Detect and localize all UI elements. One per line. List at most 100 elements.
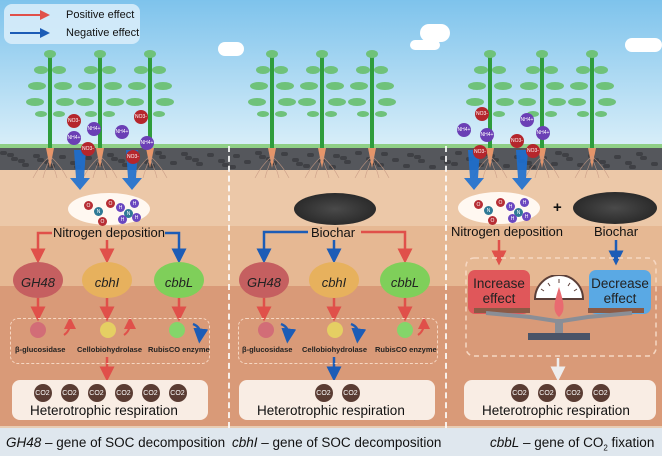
co2-molecule-icon: CO2 xyxy=(341,384,360,402)
soil-pebble xyxy=(59,155,66,159)
gene-cbhl: cbhI xyxy=(82,262,132,298)
enzyme-label: β-glucosidase xyxy=(15,345,66,354)
soil-pebble xyxy=(281,152,288,156)
soil-pebble xyxy=(599,160,606,164)
soil-pebble xyxy=(636,152,643,156)
plant-icon xyxy=(248,50,296,178)
treatment-label: Nitrogen deposition xyxy=(451,224,564,239)
arrow-to-gh48 xyxy=(30,231,52,264)
molecule-atom: H xyxy=(508,214,517,223)
molecule-atom: H xyxy=(506,202,515,211)
ammonium-ion: NH4+ xyxy=(457,123,471,137)
molecule-atom: H xyxy=(132,213,141,222)
panel-divider xyxy=(228,146,230,428)
nitrate-ion: NO3- xyxy=(473,145,487,159)
soil-pebble xyxy=(566,157,573,161)
soil-pebble xyxy=(451,162,458,166)
nitrate-ion: NO3- xyxy=(510,134,524,148)
soil-pebble xyxy=(22,163,29,167)
treatment-label: Biochar xyxy=(594,224,639,239)
gene-name: cbbL xyxy=(490,435,520,450)
molecule-atom: N xyxy=(514,208,523,217)
soil-pebble xyxy=(440,156,447,160)
plant-icon xyxy=(348,50,396,178)
soil-pebble xyxy=(366,157,373,161)
grass-line xyxy=(0,144,662,148)
soil-pebble xyxy=(118,159,125,163)
soil-pebble xyxy=(111,157,118,161)
soil-pebble xyxy=(259,155,266,159)
nitrate-ion: NO3- xyxy=(67,114,81,128)
nitrate-ion: NO3- xyxy=(134,110,148,124)
gene-description: – gene of SOC decomposition xyxy=(41,435,226,450)
soil-pebble xyxy=(48,164,55,168)
gene-gh48: GH48 xyxy=(13,262,63,298)
soil-pebble xyxy=(492,158,499,162)
cloud xyxy=(218,42,244,56)
molecule-atom: O xyxy=(84,201,93,210)
soil-pebble xyxy=(625,161,632,165)
soil-pebble xyxy=(370,161,377,165)
balance-scale-icon xyxy=(474,275,644,340)
balance-box xyxy=(465,257,657,357)
molecule-atom: O xyxy=(496,198,505,207)
soil-pebble xyxy=(551,162,558,166)
ammonium-ion: NH4+ xyxy=(480,128,494,142)
respiration-box: CO2 CO2 xyxy=(239,380,435,420)
soil-pebble xyxy=(85,156,92,160)
soil-pebble xyxy=(233,154,240,158)
respiration-label: Heterotrophic respiration xyxy=(482,403,630,418)
co2-molecule-icon: CO2 xyxy=(33,384,52,402)
soil-pebble xyxy=(529,165,536,169)
soil-pebble xyxy=(207,153,214,157)
soil-pebble xyxy=(444,160,451,164)
soil-pebble xyxy=(418,159,425,163)
soil-pebble xyxy=(614,155,621,159)
arrow-to-cbbl xyxy=(361,230,413,264)
legend-item-positive: Positive effect xyxy=(10,9,134,21)
nitrate-ion: NO3- xyxy=(475,107,489,121)
soil-pebble xyxy=(229,165,236,169)
arrow-to-gh48 xyxy=(256,230,308,264)
nitrate-ion: NO3- xyxy=(126,150,140,164)
ammonium-ion: NH4+ xyxy=(140,136,154,150)
gene-cbbl: cbbL xyxy=(154,262,204,298)
co2-molecule-icon: CO2 xyxy=(537,384,556,402)
plant-icon xyxy=(298,50,346,178)
soil-pebble xyxy=(307,153,314,157)
leaching-arrow xyxy=(512,150,532,190)
enzyme-label: Cellobiohydrolase xyxy=(302,345,368,354)
enzyme-box xyxy=(238,318,438,364)
gene-description: – gene of CO xyxy=(519,435,604,450)
co2-molecule-icon: CO2 xyxy=(564,384,583,402)
legend: Positive effect Negative effect xyxy=(4,4,140,44)
soil-pebble xyxy=(37,158,44,162)
soil-pebble xyxy=(255,151,262,155)
soil-pebble xyxy=(44,160,51,164)
molecule-atom: O xyxy=(106,199,115,208)
molecule-atom: O xyxy=(488,216,497,225)
soil-pebble xyxy=(181,152,188,156)
legend-item-negative: Negative effect xyxy=(10,27,139,39)
co2-molecule-icon: CO2 xyxy=(168,384,187,402)
cloud xyxy=(410,40,440,50)
down-arrow-icon xyxy=(280,322,297,344)
subscript: 2 xyxy=(603,443,608,453)
soil-pebble xyxy=(455,151,462,155)
co2-molecule-icon: CO2 xyxy=(314,384,333,402)
soil-pebble xyxy=(7,153,14,157)
soil-pebble xyxy=(148,164,155,168)
soil-pebble xyxy=(11,157,18,161)
soil-pebble xyxy=(640,156,647,160)
enzyme-ball-cellobiohydrolase xyxy=(100,322,116,338)
footer-gh48: GH48 – gene of SOC decomposition xyxy=(6,435,225,450)
soil-pebble xyxy=(392,158,399,162)
enzyme-ball-bglucosidase xyxy=(30,322,46,338)
plant-icon xyxy=(26,50,74,178)
soil-pebble xyxy=(155,151,162,155)
plant-icon xyxy=(568,50,616,178)
molecule-atom: N xyxy=(124,209,133,218)
molecule-atom: O xyxy=(98,217,107,226)
